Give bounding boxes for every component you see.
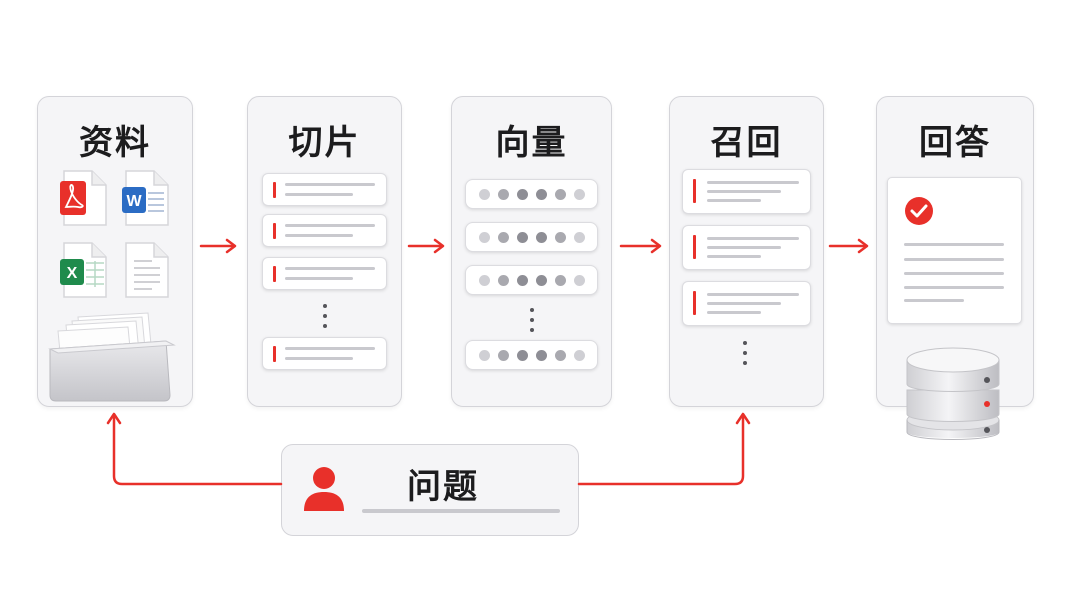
panel-answer-title: 回答 (919, 123, 991, 163)
more-dots (530, 308, 534, 338)
panel-data-title: 资料 (79, 123, 151, 163)
retrieved-card (682, 281, 811, 326)
arrow-question-to-data (112, 414, 283, 486)
panel-data: 资料 W X (37, 96, 193, 407)
user-icon (304, 467, 344, 511)
retrieved-card (682, 225, 811, 270)
check-circle-icon (905, 197, 933, 225)
more-dots (323, 304, 327, 334)
chunk-card (262, 214, 387, 247)
chunk-card (262, 173, 387, 206)
panel-vectors: 向量 (451, 96, 612, 407)
panel-retrieval: 召回 (669, 96, 824, 407)
panel-answer: 回答 (876, 96, 1034, 407)
more-dots (743, 341, 747, 371)
chunk-card (262, 257, 387, 290)
vector-card (465, 265, 598, 295)
question-label: 问题 (407, 467, 479, 507)
word-icon-letter: W (126, 193, 142, 210)
question-box: 问题 (281, 444, 579, 536)
retrieved-marker (693, 291, 696, 315)
question-input-line (362, 509, 560, 513)
retrieved-marker (693, 235, 696, 259)
chunk-card (262, 337, 387, 370)
panel-chunks-title: 切片 (288, 123, 361, 163)
excel-icon-letter: X (67, 265, 78, 282)
vector-card (465, 179, 598, 209)
retrieved-card (682, 169, 811, 214)
database-icon (906, 347, 1000, 440)
chunk-marker (273, 266, 276, 282)
arrow-question-to-retrieval (577, 414, 745, 486)
pdf-file-icon (60, 170, 107, 226)
chunk-marker (273, 223, 276, 239)
retrieved-marker (693, 179, 696, 203)
vector-card (465, 222, 598, 252)
chunk-marker (273, 182, 276, 198)
chunk-marker (273, 346, 276, 362)
panel-retrieval-title: 召回 (710, 123, 783, 163)
answer-document (887, 177, 1022, 324)
panel-vectors-title: 向量 (495, 123, 568, 163)
file-tray-icon (48, 312, 176, 402)
text-file-icon (125, 242, 169, 298)
vector-card (465, 340, 598, 370)
panel-chunks: 切片 (247, 96, 402, 407)
excel-file-icon: X (60, 242, 107, 298)
word-file-icon: W (122, 170, 169, 226)
